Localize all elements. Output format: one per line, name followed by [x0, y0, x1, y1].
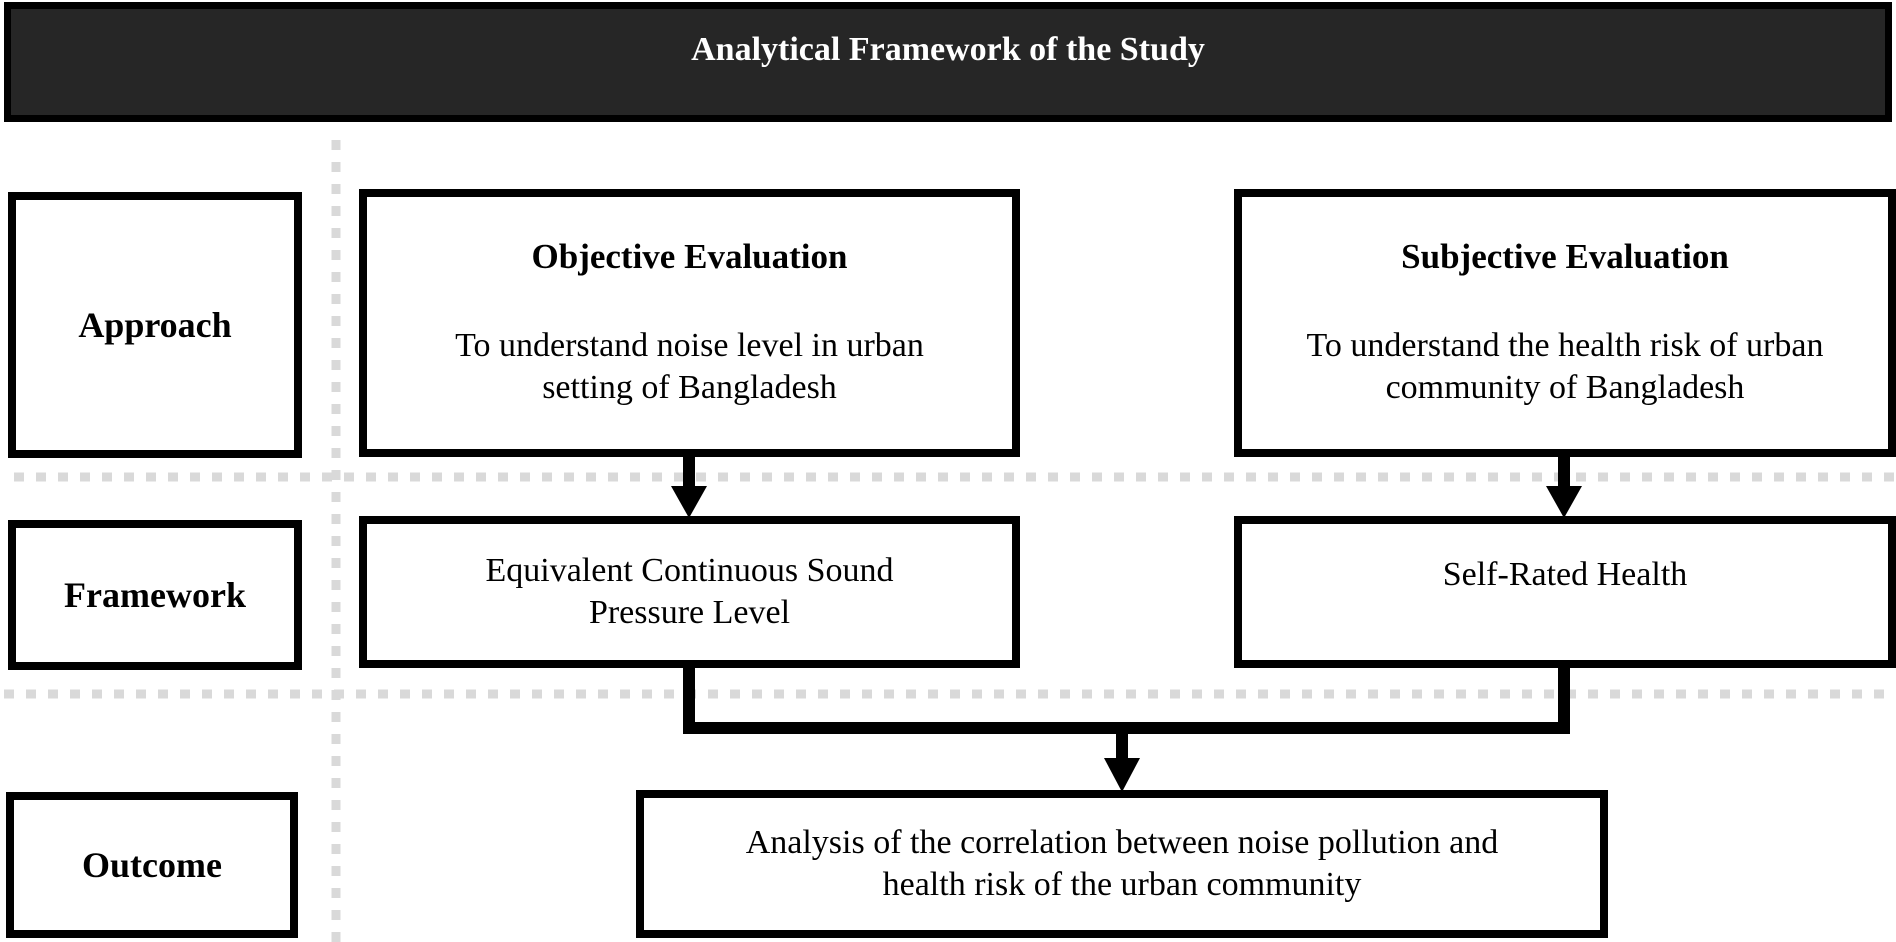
objective-evaluation-description-line1: To understand noise level in urban: [455, 327, 924, 364]
header-bar: Analytical Framework of the Study: [4, 2, 1892, 122]
diagram-title: Analytical Framework of the Study: [691, 31, 1205, 68]
subjective-evaluation-box: Subjective Evaluation To understand the …: [1234, 189, 1896, 457]
subjective-evaluation-description-line2: community of Bangladesh: [1385, 369, 1745, 406]
sound-pressure-level-box: Equivalent Continuous Sound Pressure Lev…: [359, 516, 1020, 668]
outcome-text-line2: health risk of the urban community: [882, 866, 1362, 903]
self-rated-health-label: Self-Rated Health: [1442, 556, 1688, 593]
row-label-approach: Approach: [78, 305, 232, 345]
row-label-box-approach: Approach: [8, 192, 302, 458]
sound-pressure-level-line2: Pressure Level: [588, 594, 791, 631]
arrow-outcome-head: [1104, 758, 1140, 792]
sound-pressure-level-line1: Equivalent Continuous Sound: [485, 552, 894, 589]
arrow-subjective-head: [1546, 486, 1582, 518]
subjective-evaluation-title: Subjective Evaluation: [1401, 237, 1729, 276]
self-rated-health-box: Self-Rated Health: [1234, 516, 1896, 668]
objective-evaluation-title: Objective Evaluation: [531, 237, 848, 276]
row-label-framework: Framework: [64, 575, 246, 615]
outcome-box: Analysis of the correlation between nois…: [636, 790, 1608, 938]
row-label-box-framework: Framework: [8, 520, 302, 670]
arrow-objective-head: [671, 486, 707, 518]
objective-evaluation-description-line2: setting of Bangladesh: [542, 369, 837, 406]
row-label-outcome: Outcome: [82, 845, 222, 885]
row-label-box-outcome: Outcome: [6, 792, 298, 938]
objective-evaluation-box: Objective Evaluation To understand noise…: [359, 189, 1020, 457]
subjective-evaluation-description-line1: To understand the health risk of urban: [1306, 327, 1824, 364]
outcome-text-line1: Analysis of the correlation between nois…: [745, 824, 1499, 861]
